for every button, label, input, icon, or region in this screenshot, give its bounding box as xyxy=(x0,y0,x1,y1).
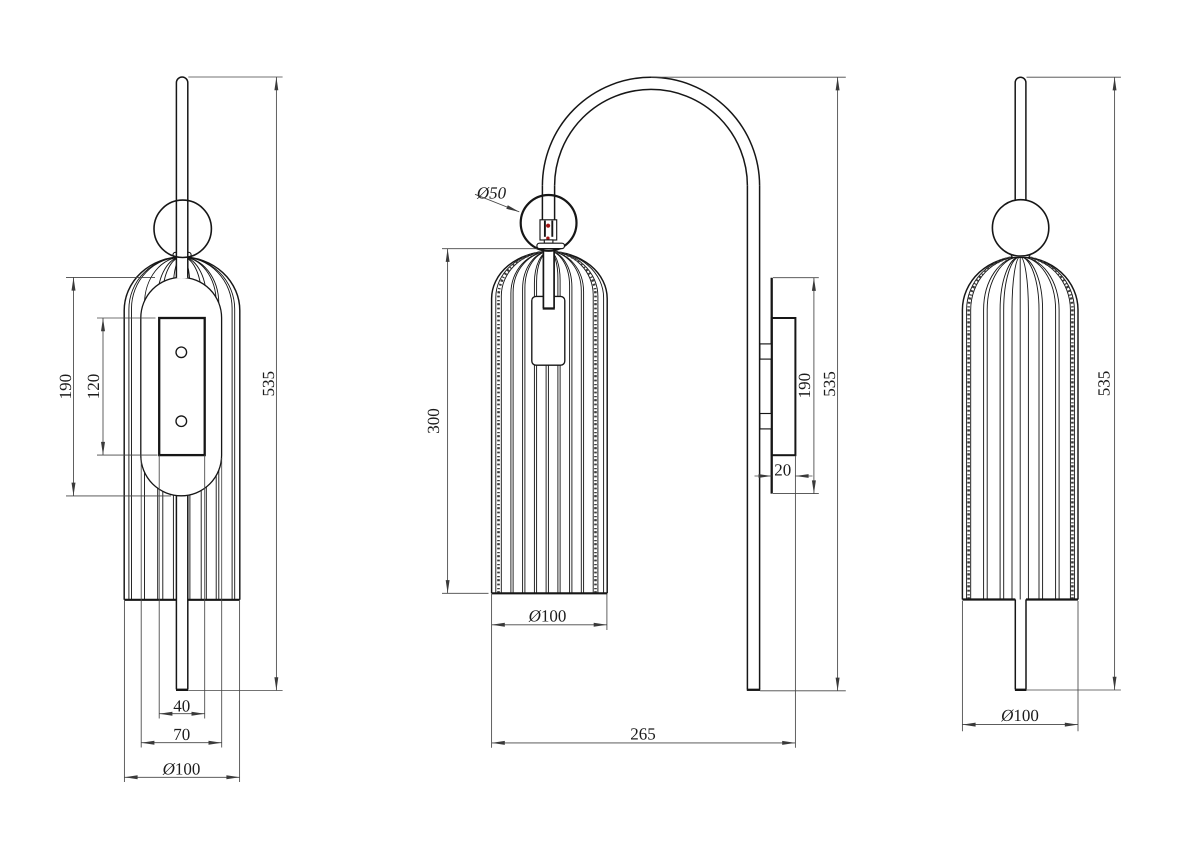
svg-text:535: 535 xyxy=(259,371,278,397)
svg-text:535: 535 xyxy=(820,371,839,397)
svg-text:Ø100: Ø100 xyxy=(1000,706,1039,725)
svg-text:70: 70 xyxy=(173,725,190,744)
svg-text:40: 40 xyxy=(173,696,190,715)
svg-text:120: 120 xyxy=(84,374,103,400)
svg-text:190: 190 xyxy=(795,373,814,399)
svg-text:300: 300 xyxy=(424,408,443,434)
svg-text:Ø100: Ø100 xyxy=(162,760,201,779)
svg-text:Ø50: Ø50 xyxy=(476,184,507,203)
svg-text:Ø100: Ø100 xyxy=(528,606,567,625)
svg-text:265: 265 xyxy=(630,724,656,743)
svg-text:20: 20 xyxy=(774,460,791,479)
svg-text:190: 190 xyxy=(56,374,75,400)
svg-text:535: 535 xyxy=(1095,371,1114,397)
